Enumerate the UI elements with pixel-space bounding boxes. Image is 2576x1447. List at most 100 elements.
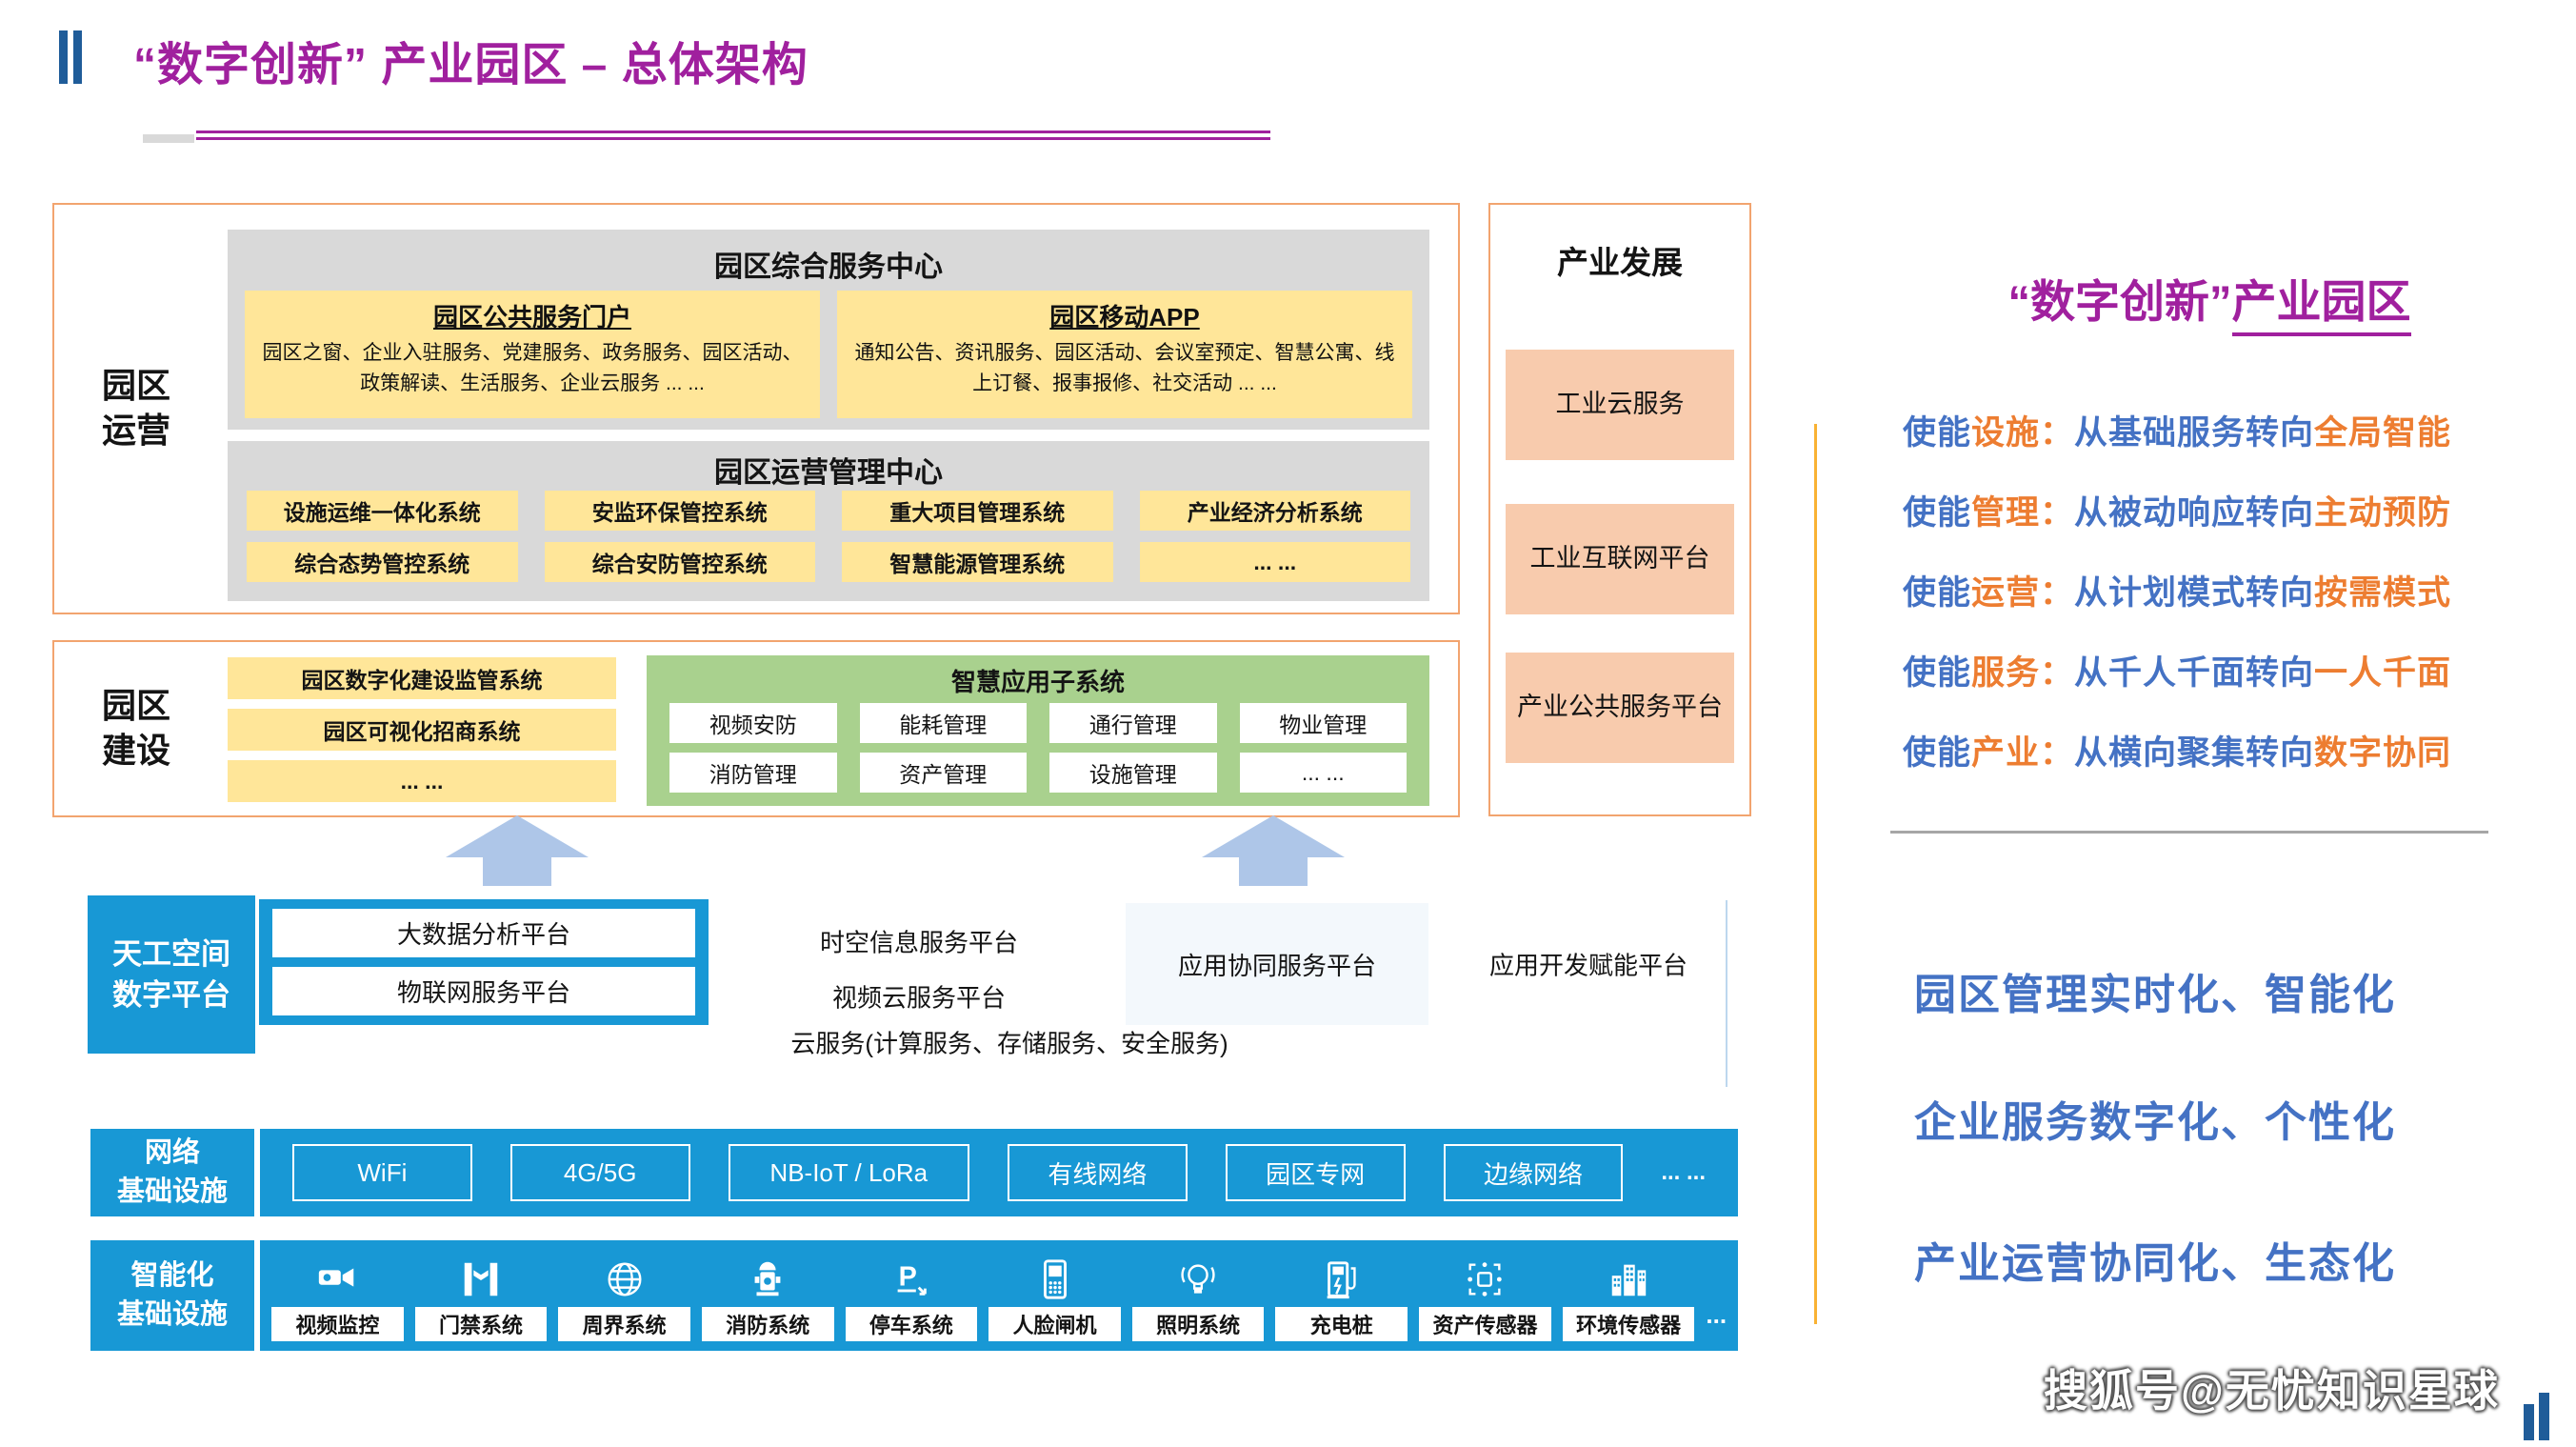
- construction-system-box: ... ...: [228, 760, 616, 802]
- system-box: 设施运维一体化系统: [247, 491, 518, 531]
- network-item: 4G/5G: [509, 1144, 690, 1201]
- industry-item: 工业云服务: [1506, 350, 1734, 460]
- enabler-line: 使能产业：从横向聚集转向数字协同: [1903, 734, 2452, 772]
- infra-item: 门禁系统: [414, 1252, 548, 1341]
- mobile-app-box: 园区移动APP 通知公告、资讯服务、园区活动、会议室预定、智慧公寓、线上订餐、报…: [837, 291, 1412, 418]
- infra-item-label: 资产传感器: [1419, 1307, 1551, 1341]
- double-bar-icon: [59, 30, 82, 84]
- outcome-line: 企业服务数字化、个性化: [1914, 1099, 2396, 1146]
- ellipsis-text: ...: [1706, 1300, 1727, 1329]
- industry-dev-box: 产业发展 工业云服务 工业互联网平台 产业公共服务平台: [1488, 203, 1751, 816]
- infra-item-label: 照明系统: [1131, 1307, 1265, 1341]
- mobile-app-body: 通知公告、资讯服务、园区活动、会议室预定、智慧公寓、线上订餐、报事报修、社交活动…: [854, 342, 1395, 394]
- cloud-services-text: 云服务(计算服务、存储服务、安全服务): [790, 1029, 1228, 1058]
- system-grid: 设施运维一体化系统 安监环保管控系统 重大项目管理系统 产业经济分析系统 综合态…: [247, 491, 1410, 582]
- service-center-panel: 园区综合服务中心 园区公共服务门户 园区之窗、企业入驻服务、党建服务、政务服务、…: [228, 230, 1429, 430]
- smart-app-chip: ... ...: [1239, 753, 1407, 793]
- construction-system-box: 园区数字化建设监管系统: [228, 657, 616, 699]
- industry-item: 产业公共服务平台: [1506, 653, 1734, 763]
- smart-app-chip: 设施管理: [1049, 753, 1217, 793]
- outcome-line: 产业运营协同化、生态化: [1914, 1240, 2396, 1287]
- infra-item-label: 周界系统: [558, 1307, 690, 1341]
- infra-item-label: 门禁系统: [414, 1307, 548, 1341]
- light-divider: [1726, 900, 1727, 1087]
- infra-item-label: 消防系统: [701, 1307, 834, 1341]
- platform-bracket: 大数据分析平台 物联网服务平台: [259, 899, 709, 1025]
- construction-system-list: 园区数字化建设监管系统 园区可视化招商系统 ... ...: [228, 657, 616, 802]
- platform-text: 视频云服务平台: [831, 983, 1007, 1013]
- platform-text: 时空信息服务平台: [819, 928, 1019, 957]
- service-center-title: 园区综合服务中心: [714, 251, 943, 283]
- park-construction-box: 园区 建设 园区数字化建设监管系统 园区可视化招商系统 ... ... 智慧应用…: [52, 640, 1460, 817]
- system-box: 重大项目管理系统: [842, 491, 1113, 531]
- asset-sensor-icon: [1463, 1252, 1507, 1301]
- right-panel-title: “数字创新”产业园区: [1895, 265, 2524, 336]
- infra-item-label: 视频监控: [271, 1307, 404, 1341]
- infra-item: 视频监控: [271, 1252, 404, 1341]
- smart-app-chip: 能耗管理: [859, 703, 1027, 743]
- smart-apps-grid: 视频安防 能耗管理 通行管理 物业管理 消防管理 资产管理 设施管理 ... .…: [669, 703, 1407, 793]
- system-box: 产业经济分析系统: [1139, 491, 1410, 531]
- network-item: WiFi: [292, 1144, 472, 1201]
- network-item: NB-IoT / LoRa: [728, 1144, 969, 1201]
- infra-item-label: 充电桩: [1275, 1307, 1408, 1341]
- smart-app-chip: 资产管理: [859, 753, 1027, 793]
- network-item: 园区专网: [1225, 1144, 1406, 1201]
- portal-body: 园区之窗、企业入驻服务、党建服务、政务服务、园区活动、政策解读、生活服务、企业云…: [262, 342, 803, 394]
- operation-mgmt-panel: 园区运营管理中心 设施运维一体化系统 安监环保管控系统 重大项目管理系统 产业经…: [228, 441, 1429, 601]
- enabler-line: 使能服务：从千人千面转向一人千面: [1903, 654, 2452, 692]
- collab-platform-box: 应用协同服务平台: [1126, 903, 1428, 1025]
- construction-system-box: 园区可视化招商系统: [228, 709, 616, 751]
- gate-icon: [459, 1252, 503, 1301]
- gray-divider: [1890, 831, 2488, 834]
- infra-item: 照明系统: [1131, 1252, 1265, 1341]
- system-box: 综合态势管控系统: [247, 542, 518, 582]
- outcome-line: 园区管理实时化、智能化: [1914, 972, 2396, 1018]
- env-sensor-icon: [1607, 1252, 1650, 1301]
- corner-double-bar-icon: [2524, 1393, 2562, 1442]
- operation-mgmt-title: 园区运营管理中心: [714, 457, 943, 489]
- video-camera-icon: [315, 1252, 359, 1301]
- title-underline-lead: [143, 134, 194, 143]
- up-arrow-icon: [446, 815, 589, 886]
- system-box: 综合安防管控系统: [544, 542, 815, 582]
- system-box: 安监环保管控系统: [544, 491, 815, 531]
- public-service-portal: 园区公共服务门户 园区之窗、企业入驻服务、党建服务、政务服务、园区活动、政策解读…: [245, 291, 820, 418]
- mobile-app-title: 园区移动APP: [1049, 303, 1200, 332]
- park-operation-box: 园区 运营 园区综合服务中心 园区公共服务门户 园区之窗、企业入驻服务、党建服务…: [52, 203, 1460, 614]
- infra-item: 环境传感器: [1562, 1252, 1695, 1341]
- platform-box: 物联网服务平台: [272, 967, 695, 1015]
- infra-item: 周界系统: [558, 1252, 690, 1341]
- smart-app-chip: 通行管理: [1049, 703, 1217, 743]
- industry-item: 工业互联网平台: [1506, 504, 1734, 614]
- network-infra-label: 网络 基础设施: [90, 1129, 254, 1216]
- hydrant-icon: [746, 1252, 789, 1301]
- svg-text:P: P: [898, 1262, 916, 1293]
- enabler-line: 使能设施：从基础服务转向全局智能: [1903, 414, 2452, 452]
- infra-item-label: 停车系统: [845, 1307, 978, 1341]
- title-underline: [196, 131, 1270, 140]
- system-box: 智慧能源管理系统: [842, 542, 1113, 582]
- dev-platform-text: 应用开发赋能平台: [1488, 951, 1688, 980]
- enabler-list: 使能设施：从基础服务转向全局智能 使能管理：从被动响应转向主动预防 使能运营：从…: [1903, 406, 2451, 806]
- industry-dev-title: 产业发展: [1557, 245, 1683, 280]
- park-construction-label: 园区 建设: [101, 686, 170, 770]
- network-item: 边缘网络: [1443, 1144, 1624, 1201]
- intelligent-infra-label: 智能化 基础设施: [90, 1240, 254, 1351]
- infra-item-label: 人脸闸机: [988, 1307, 1121, 1341]
- face-terminal-icon: [1033, 1252, 1077, 1301]
- up-arrow-icon: [1202, 815, 1345, 886]
- system-box: ... ...: [1139, 542, 1410, 582]
- platform-box: 大数据分析平台: [272, 909, 695, 957]
- smart-app-chip: 物业管理: [1239, 703, 1407, 743]
- infra-item: 资产传感器: [1419, 1252, 1551, 1341]
- park-operation-label: 园区 运营: [101, 366, 170, 450]
- network-infra-bar: WiFi 4G/5G NB-IoT / LoRa 有线网络 园区专网 边缘网络 …: [260, 1129, 1738, 1216]
- network-item: 有线网络: [1008, 1144, 1188, 1201]
- smart-apps-panel: 智慧应用子系统 视频安防 能耗管理 通行管理 物业管理 消防管理 资产管理 设施…: [647, 655, 1429, 806]
- light-bulb-icon: [1176, 1252, 1220, 1301]
- infra-item: 充电桩: [1275, 1252, 1408, 1341]
- infra-item-label: 环境传感器: [1562, 1307, 1695, 1341]
- smart-apps-title: 智慧应用子系统: [950, 668, 1125, 696]
- smart-app-chip: 消防管理: [669, 753, 837, 793]
